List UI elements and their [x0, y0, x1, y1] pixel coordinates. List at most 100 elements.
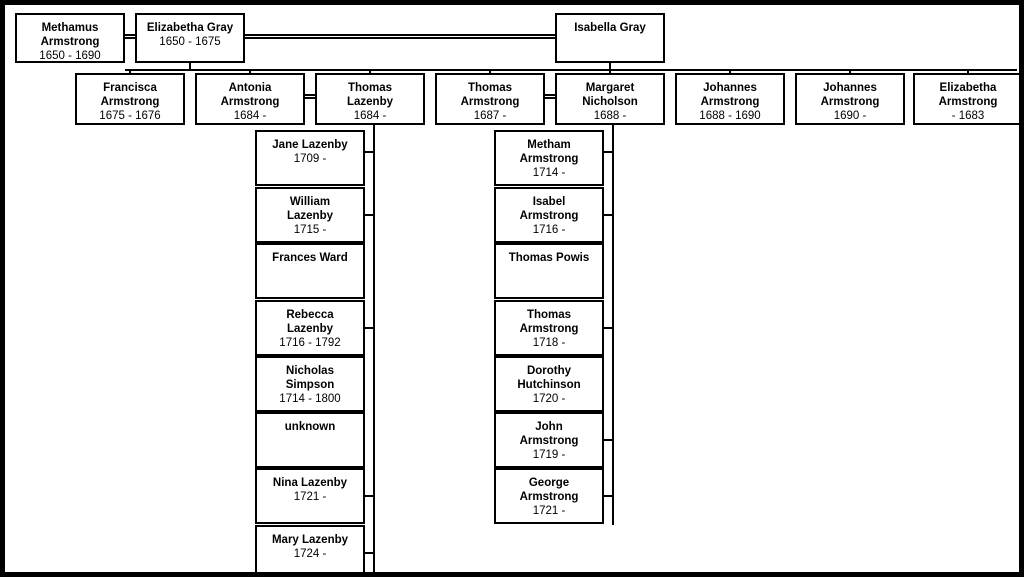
person-name: Isabel Armstrong [519, 196, 579, 222]
connector-tick-thomas-1718 [604, 327, 614, 329]
person-name: George Armstrong [519, 477, 579, 503]
person-dates: 1716 - 1792 [279, 337, 341, 349]
person-name: Dorothy Hutchinson [517, 365, 581, 391]
person-name: Margaret Nicholson [582, 82, 638, 108]
person-node-g2-johannes-1690[interactable]: Johannes Armstrong 1690 - [795, 73, 905, 125]
person-node-g3-george-armstrong[interactable]: George Armstrong 1721 - [494, 468, 604, 524]
connector-drop-margaret [609, 69, 611, 75]
person-name: Thomas Armstrong [460, 82, 520, 108]
person-dates: 1684 - [233, 110, 267, 122]
person-node-g2-margaret-nicholson[interactable]: Margaret Nicholson 1688 - [555, 73, 665, 125]
marriage-link-m-elizabetha-isabella [243, 34, 557, 39]
person-dates: 1719 - [532, 449, 566, 461]
person-node-g3-isabel-armstrong[interactable]: Isabel Armstrong 1716 - [494, 187, 604, 243]
person-node-g3-frances-ward[interactable]: Frances Ward [255, 243, 365, 299]
person-node-g1-elizabetha-gray[interactable]: Elizabetha Gray 1650 - 1675 [135, 13, 245, 63]
person-node-g2-elizabetha[interactable]: Elizabetha Armstrong - 1683 [913, 73, 1019, 125]
person-name: Thomas Armstrong [519, 309, 579, 335]
connector-drop-isabella [609, 61, 611, 71]
person-name: Mary Lazenby [271, 534, 349, 546]
person-dates: 1650 - 1690 [39, 50, 101, 62]
person-node-g3-nicholas-simpson[interactable]: Nicholas Simpson 1714 - 1800 [255, 356, 365, 412]
person-dates: 1709 - [293, 153, 327, 165]
person-name: Jane Lazenby [272, 139, 348, 151]
person-node-g2-thomas-lazenby[interactable]: Thomas Lazenby 1684 - [315, 73, 425, 125]
person-dates: 1721 - [293, 491, 327, 503]
connector-drop-thomas-armstrong [489, 69, 491, 75]
connector-tick-mary [365, 552, 375, 554]
person-dates: 1688 - [593, 110, 627, 122]
person-dates: 1715 - [293, 224, 327, 236]
connector-drop-thomas-lazenby [369, 69, 371, 75]
person-name: Nicholas Simpson [285, 365, 335, 391]
connector-tick-george [604, 495, 614, 497]
person-dates: - 1683 [951, 110, 985, 122]
connector-tick-metham [604, 151, 614, 153]
person-node-g3-mary-lazenby[interactable]: Mary Lazenby 1724 - [255, 525, 365, 572]
connector-tick-william [365, 214, 375, 216]
person-node-g2-antonia[interactable]: Antonia Armstrong 1684 - [195, 73, 305, 125]
marriage-link-m-antonia-thomaslazenby [303, 94, 317, 99]
connector-tick-jane [365, 151, 375, 153]
person-name: Elizabetha Gray [146, 22, 234, 34]
person-name: Elizabetha Armstrong [938, 82, 998, 108]
person-node-g3-metham-armstrong[interactable]: Metham Armstrong 1714 - [494, 130, 604, 186]
person-node-g3-jane-lazenby[interactable]: Jane Lazenby 1709 - [255, 130, 365, 186]
person-node-g2-thomas-armstrong[interactable]: Thomas Armstrong 1687 - [435, 73, 545, 125]
connector-drop-antonia [249, 69, 251, 75]
person-dates: 1688 - 1690 [699, 110, 761, 122]
connector-tick-john [604, 439, 614, 441]
person-name: John Armstrong [519, 421, 579, 447]
connector-drop-elizabetha [189, 61, 191, 71]
person-name: Metham Armstrong [519, 139, 579, 165]
person-dates: 1687 - [473, 110, 507, 122]
person-dates: 1650 - 1675 [159, 36, 221, 48]
person-name: Isabella Gray [574, 22, 646, 34]
connector-drop-johannes-1688 [729, 69, 731, 75]
person-dates: 1684 - [353, 110, 387, 122]
person-node-g3-john-armstrong[interactable]: John Armstrong 1719 - [494, 412, 604, 468]
person-name: unknown [284, 421, 336, 433]
person-dates: 1720 - [532, 393, 566, 405]
person-dates: 1721 - [532, 505, 566, 517]
person-name: Frances Ward [272, 252, 348, 264]
person-dates: 1714 - [532, 167, 566, 179]
person-node-g1-isabella-gray[interactable]: Isabella Gray [555, 13, 665, 63]
person-dates: 1716 - [532, 224, 566, 236]
connector-tick-rebecca [365, 327, 375, 329]
connector-drop-johannes-1690 [849, 69, 851, 75]
person-dates: 1718 - [532, 337, 566, 349]
person-node-g1-methamus[interactable]: Methamus Armstrong 1650 - 1690 [15, 13, 125, 63]
person-name: Francisca Armstrong [100, 82, 160, 108]
person-name: Nina Lazenby [272, 477, 348, 489]
person-name: Thomas Lazenby [346, 82, 393, 108]
person-node-g3-william-lazenby[interactable]: William Lazenby 1715 - [255, 187, 365, 243]
connector-tick-nina [365, 495, 375, 497]
person-name: Thomas Powis [508, 252, 590, 264]
marriage-link-m-thomasarmstrong-margaret [543, 94, 557, 99]
person-node-g3-dorothy-hutchinson[interactable]: Dorothy Hutchinson 1720 - [494, 356, 604, 412]
person-name: William Lazenby [286, 196, 333, 222]
connector-drop-francisca [129, 69, 131, 75]
person-node-g3-rebecca-lazenby[interactable]: Rebecca Lazenby 1716 - 1792 [255, 300, 365, 356]
person-dates: 1714 - 1800 [279, 393, 341, 405]
person-node-g3-thomas-powis[interactable]: Thomas Powis [494, 243, 604, 299]
person-dates: 1690 - [833, 110, 867, 122]
connector-tick-isabel [604, 214, 614, 216]
person-node-g3-thomas-armstrong-1718[interactable]: Thomas Armstrong 1718 - [494, 300, 604, 356]
person-node-g3-nina-lazenby[interactable]: Nina Lazenby 1721 - [255, 468, 365, 524]
connector-drop-elizabetha-arm [967, 69, 969, 75]
sibling-bar [125, 69, 1017, 71]
marriage-link-m-methamus-elizabetha [123, 34, 137, 39]
person-dates: 1724 - [293, 548, 327, 560]
person-name: Johannes Armstrong [820, 82, 880, 108]
person-node-g3-unknown[interactable]: unknown [255, 412, 365, 468]
person-name: Methamus Armstrong [40, 22, 100, 48]
person-name: Antonia Armstrong [220, 82, 280, 108]
connector-spine-armstrong [612, 125, 614, 525]
person-name: Rebecca Lazenby [286, 309, 334, 335]
